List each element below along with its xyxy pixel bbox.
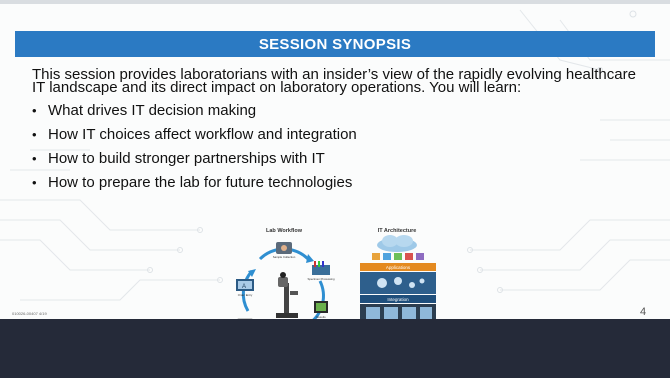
slide-title-bar: SESSION SYNOPSIS [15, 31, 655, 57]
bullet-text: How IT choices affect workflow and integ… [48, 126, 357, 143]
bullet-icon: • [32, 103, 37, 118]
slide-body: This session provides laboratorians with… [32, 66, 642, 196]
svg-text:Results: Results [316, 315, 326, 319]
applications-layer [360, 263, 436, 271]
bullet-list: • What drives IT decision making • How IT … [32, 100, 642, 196]
bullet-icon: • [32, 151, 37, 166]
top-strip [0, 0, 670, 4]
bullet-text: What drives IT decision making [48, 102, 257, 119]
microscope-icon [276, 272, 298, 318]
bullet-item: • How to prepare the lab for future techn… [32, 172, 642, 196]
results-icon [314, 301, 328, 313]
cloud-icon [377, 235, 417, 252]
bullet-item: • How to build stronger partnerships with… [32, 148, 642, 172]
bullet-item: • How IT choices affect workflow and inte… [32, 124, 642, 148]
gears-icon [377, 277, 425, 288]
slide-number: 4 [640, 306, 647, 318]
bullet-item: • What drives IT decision making [32, 100, 642, 124]
bullet-icon: • [32, 175, 37, 190]
sample-collection-icon [276, 242, 292, 254]
lab-workflow-title: Lab Workflow [266, 228, 303, 234]
svg-text:A: A [242, 284, 246, 290]
slide-title: SESSION SYNOPSIS [258, 35, 412, 53]
specimen-processing-icon [312, 261, 330, 275]
circuit-background [0, 9, 670, 301]
footer-code: 010026-00407 4/19 [12, 311, 47, 316]
svg-text:Applications: Applications [386, 265, 411, 270]
svg-text:Specimen Processing: Specimen Processing [307, 277, 334, 281]
integration-layer [360, 295, 436, 303]
bullet-text: How to build stronger partnerships with … [48, 150, 325, 167]
bottom-bar [0, 319, 670, 378]
svg-text:Sample Collection: Sample Collection [273, 255, 296, 259]
bullet-icon: • [32, 127, 37, 142]
bullet-text: How to prepare the lab for future techno… [48, 174, 353, 191]
svg-text:Integration: Integration [387, 297, 409, 302]
intro-paragraph: This session provides laboratorians with… [32, 66, 636, 96]
it-architecture-title: IT Architecture [378, 228, 417, 234]
order-entry-icon: A [236, 279, 254, 291]
svg-text:Order Entry: Order Entry [238, 293, 253, 297]
